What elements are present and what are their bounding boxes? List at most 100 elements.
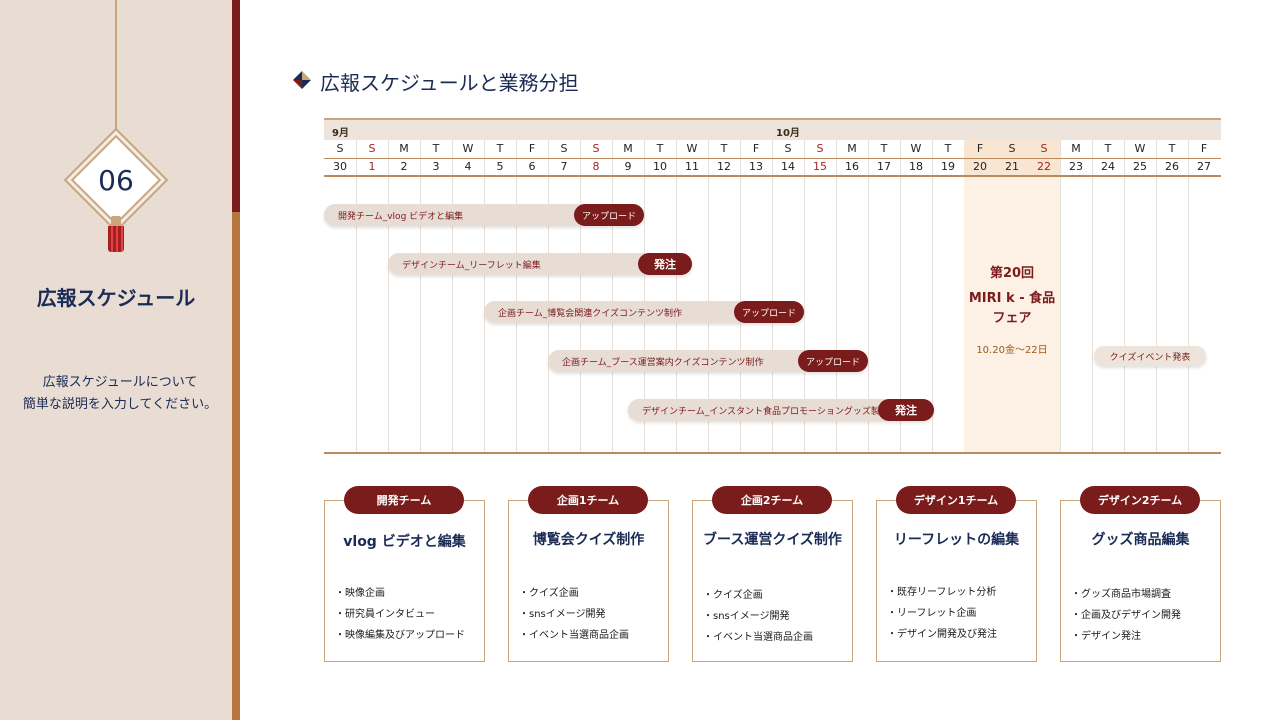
day-grid-line	[420, 140, 421, 454]
date-label: 8	[592, 160, 600, 173]
page-title: 広報スケジュールと業務分担	[320, 71, 579, 95]
date-label: 1	[368, 160, 376, 173]
accent-stripe-dark	[232, 0, 240, 212]
day-grid-line	[804, 140, 805, 454]
list-item: クイズ企画	[703, 585, 813, 606]
weekday-label: M	[1071, 142, 1081, 155]
team-task-list: クイズ企画 snsイメージ開発 イベント当選商品企画	[519, 583, 629, 646]
month-row: 9月 10月	[324, 118, 1221, 140]
date-label: 9	[624, 160, 632, 173]
day-grid-line	[1124, 140, 1125, 454]
day-grid-line	[516, 140, 517, 454]
date-label: 10	[653, 160, 667, 173]
description-line-1: 広報スケジュールについて	[42, 375, 198, 390]
date-label: 30	[333, 160, 347, 173]
month-label-sep: 9月	[332, 128, 349, 139]
quiz-event-pill: クイズイベント発表	[1094, 346, 1206, 366]
team-task-list: 映像企画 研究員インタビュー 映像編集及びアップロード	[335, 583, 465, 646]
team-card: リーフレットの編集 既存リーフレット分析 リーフレット企画 デザイン開発及び発注	[876, 500, 1037, 662]
weekday-label: S	[816, 142, 824, 155]
list-item: 映像企画	[335, 583, 465, 604]
day-grid-line	[932, 140, 933, 454]
list-item: デザイン発注	[1071, 626, 1181, 647]
team-task-list: グッズ商品市場調査 企画及びデザイン開発 デザイン発注	[1071, 584, 1181, 647]
team-tab: 開発チーム	[344, 486, 464, 514]
date-label: 18	[909, 160, 923, 173]
task-label: 企画チーム_ブース運営案内クイズコンテンツ制作	[562, 358, 764, 368]
team-task-list: 既存リーフレット分析 リーフレット企画 デザイン開発及び発注	[887, 582, 997, 645]
list-item: リーフレット企画	[887, 603, 997, 624]
date-label: 3	[432, 160, 440, 173]
day-grid-line	[1188, 140, 1189, 454]
sidebar-title: 広報スケジュール	[36, 286, 196, 310]
date-label: 12	[717, 160, 731, 173]
task-label: デザインチーム_リーフレット編集	[402, 261, 541, 271]
day-grid-line	[452, 140, 453, 454]
list-item: 映像編集及びアップロード	[335, 625, 465, 646]
day-grid-line	[644, 140, 645, 454]
weekday-label: S	[784, 142, 792, 155]
header-divider	[324, 158, 1221, 159]
team-card: 博覧会クイズ制作 クイズ企画 snsイメージ開発 イベント当選商品企画	[508, 500, 669, 662]
weekday-label: W	[686, 142, 698, 155]
weekday-label: F	[976, 142, 984, 155]
list-item: イベント当選商品企画	[703, 627, 813, 648]
weekday-label: S	[1008, 142, 1016, 155]
task-action: 発注	[638, 253, 692, 275]
weekday-label: S	[336, 142, 344, 155]
tassel-icon	[108, 226, 124, 252]
date-label: 17	[877, 160, 891, 173]
task-bar: デザインチーム_インスタント食品プロモーショングッズ製品編集 発注	[628, 399, 934, 421]
list-item: クイズ企画	[519, 583, 629, 604]
team-tab: デザイン1チーム	[896, 486, 1016, 514]
weekday-label: T	[1104, 142, 1112, 155]
date-label: 19	[941, 160, 955, 173]
team-tab: 企画2チーム	[712, 486, 832, 514]
weekday-label: T	[944, 142, 952, 155]
weekday-label: W	[462, 142, 474, 155]
weekday-label: T	[720, 142, 728, 155]
date-label: 4	[464, 160, 472, 173]
date-label: 23	[1069, 160, 1083, 173]
hanging-string	[115, 0, 117, 140]
task-action: アップロード	[734, 301, 804, 323]
day-grid-line	[868, 140, 869, 454]
weekday-label: F	[752, 142, 760, 155]
date-label: 16	[845, 160, 859, 173]
date-label: 26	[1165, 160, 1179, 173]
date-divider	[324, 175, 1221, 177]
team-task-list: クイズ企画 snsイメージ開発 イベント当選商品企画	[703, 585, 813, 648]
list-item: グッズ商品市場調査	[1071, 584, 1181, 605]
task-label: 開発チーム_vlog ビデオと編集	[338, 212, 464, 222]
date-label: 13	[749, 160, 763, 173]
task-action: アップロード	[798, 350, 868, 372]
task-bar: 開発チーム_vlog ビデオと編集 アップロード	[324, 204, 644, 226]
event-title-line-1: 第20回	[989, 266, 1035, 281]
event-date: 10.20金〜22日	[976, 345, 1048, 356]
day-grid-line	[740, 140, 741, 454]
weekday-label: S	[592, 142, 600, 155]
weekday-label: S	[560, 142, 568, 155]
team-card-title: グッズ商品編集	[1091, 532, 1190, 548]
day-grid-line	[548, 140, 549, 454]
date-label: 15	[813, 160, 827, 173]
event-highlight-band	[964, 140, 1060, 454]
task-bar: 企画チーム_博覧会関連クイズコンテンツ制作 アップロード	[484, 301, 804, 323]
task-bar: デザインチーム_リーフレット編集 発注	[388, 253, 692, 275]
accent-stripe-brown	[232, 212, 240, 720]
task-label: 企画チーム_博覧会関連クイズコンテンツ制作	[498, 309, 682, 319]
date-label: 22	[1037, 160, 1051, 173]
team-tab: デザイン2チーム	[1080, 486, 1200, 514]
weekday-label: W	[910, 142, 922, 155]
weekday-label: T	[880, 142, 888, 155]
task-action: 発注	[878, 399, 934, 421]
tassel-knot	[111, 216, 121, 226]
team-card-title: vlog ビデオと編集	[343, 534, 466, 550]
list-item: snsイメージ開発	[519, 604, 629, 625]
day-grid-line	[1156, 140, 1157, 454]
day-grid-line	[1060, 140, 1061, 454]
description-line-2: 簡単な説明を入力してください。	[22, 397, 218, 412]
day-grid-line	[1092, 140, 1093, 454]
list-item: イベント当選商品企画	[519, 625, 629, 646]
event-title-line-2: MIRI k - 食品	[968, 291, 1056, 306]
